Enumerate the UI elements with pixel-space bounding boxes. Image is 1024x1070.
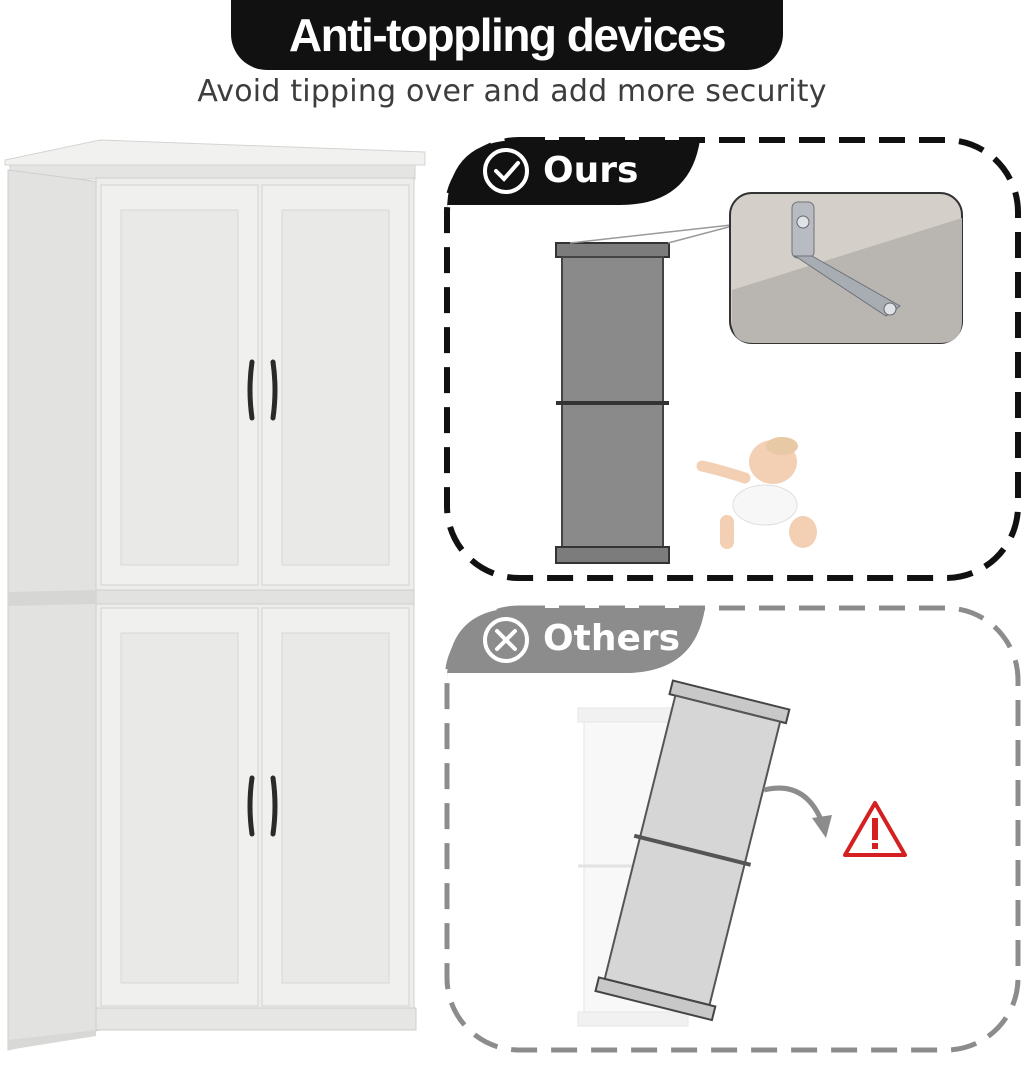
baby-image xyxy=(696,437,817,549)
others-label: Others xyxy=(543,618,681,659)
warning-icon xyxy=(843,801,907,857)
cabinet-image xyxy=(4,139,426,1051)
page-title: Anti-toppling devices xyxy=(288,9,727,61)
title-banner: Anti-toppling devices xyxy=(231,0,783,70)
bracket-detail-image xyxy=(729,192,963,344)
check-circle-icon xyxy=(483,148,529,194)
others-panel xyxy=(444,605,1021,1053)
ours-label: Ours xyxy=(543,150,639,191)
ours-panel xyxy=(444,137,1021,581)
page-subtitle: Avoid tipping over and add more security xyxy=(197,74,827,109)
x-circle-icon xyxy=(483,617,529,663)
cabinet-handles xyxy=(247,359,278,837)
